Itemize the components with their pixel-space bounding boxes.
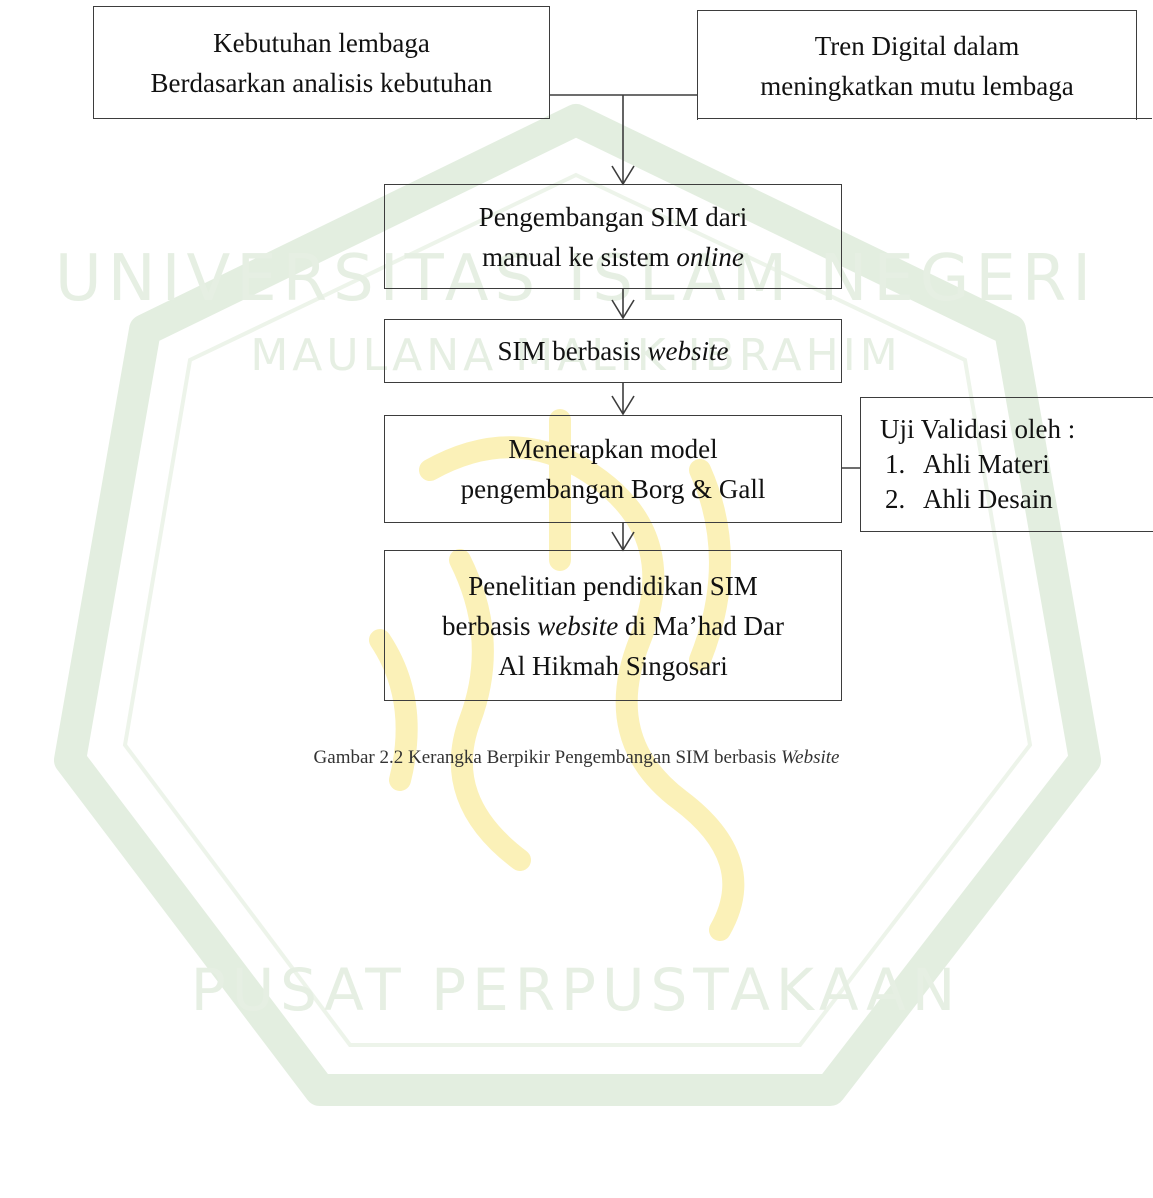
box-model-line2: pengembangan Borg & Gall: [460, 474, 766, 504]
seal-arc-text-top: UNIVERSITAS ISLAM NEGERI: [55, 242, 1097, 316]
box-dev-line2: manual ke sistem online: [482, 241, 744, 272]
box-needs-line2: Berdasarkan analisis kebutuhan: [150, 67, 493, 98]
box-sim-website: SIM berbasis website: [384, 319, 842, 383]
box-research-line3: Al Hikmah Singosari: [498, 650, 728, 681]
seal-calligraphy: [369, 409, 745, 941]
box-dev-line1: Pengembangan SIM dari: [478, 201, 748, 232]
box-web-line: SIM berbasis website: [497, 336, 729, 366]
box-institution-needs: Kebutuhan lembaga Berdasarkan analisis k…: [93, 6, 550, 119]
validation-item: 1. Ahli Materi: [880, 447, 1153, 482]
seal-arc-text-mid: MAULANA MALIK IBRAHIM: [250, 330, 901, 381]
validation-item-label: Ahli Materi: [923, 449, 1050, 479]
seal-arc-text-bottom: PUSAT PERPUSTAKAAN: [191, 956, 962, 1024]
box-borg-gall-model: Menerapkan model pengembangan Borg & Gal…: [384, 415, 842, 523]
seal-inner-outline: [122, 172, 1033, 1047]
seal-outline: [54, 104, 1101, 1106]
arrow-head-3: [611, 395, 635, 416]
box-research: Penelitian pendidikan SIM berbasis websi…: [384, 550, 842, 701]
validation-item-number: 1.: [885, 449, 906, 479]
box-model-line1: Menerapkan model: [508, 434, 718, 464]
validation-box: Uji Validasi oleh : 1. Ahli Materi 2. Ahli…: [860, 397, 1153, 532]
box-trend-line2: meningkatkan mutu lembaga: [760, 70, 1074, 101]
arrow-head-2: [611, 299, 635, 320]
box-sim-development: Pengembangan SIM dari manual ke sistem o…: [384, 184, 842, 289]
figure-caption: Gambar 2.2 Kerangka Berpikir Pengembanga…: [0, 747, 1153, 769]
validation-item-label: Ahli Desain: [923, 484, 1053, 514]
validation-item: 2. Ahli Desain: [880, 482, 1153, 517]
box-research-line2: berbasis website di Ma’had Dar: [442, 610, 784, 641]
box-trend-bottom-line: [697, 118, 1152, 119]
box-digital-trend: Tren Digital dalam meningkatkan mutu lem…: [697, 10, 1137, 120]
box-trend-line1: Tren Digital dalam: [814, 30, 1020, 61]
box-research-line1: Penelitian pendidikan SIM: [468, 570, 758, 601]
validation-item-number: 2.: [885, 484, 906, 514]
caption-italic: Website: [781, 747, 840, 768]
caption-text: Gambar 2.2 Kerangka Berpikir Pengembanga…: [313, 747, 782, 768]
box-needs-line1: Kebutuhan lembaga: [213, 27, 430, 58]
validation-title: Uji Validasi oleh :: [880, 414, 1076, 444]
